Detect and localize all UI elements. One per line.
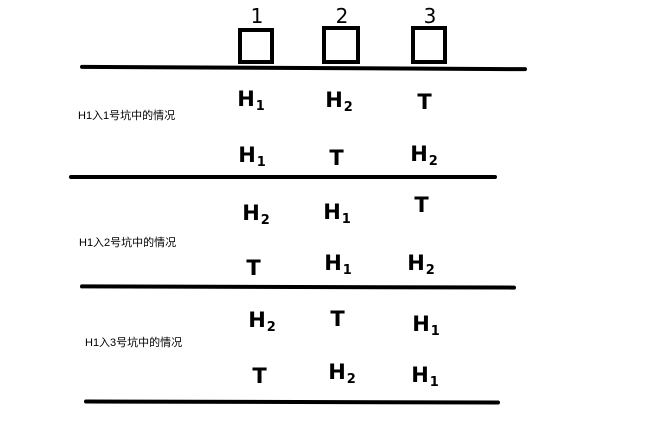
divider-line-2 [79, 284, 517, 290]
top-line [79, 64, 528, 72]
case-3-row-2-pit-3: H1 [411, 363, 439, 390]
pit-box-2 [322, 26, 360, 64]
divider-line-3 [83, 399, 501, 405]
case-label-1: H1入1号坑中的情况 [78, 110, 176, 122]
case-3-row-2-pit-2: H2 [328, 360, 356, 387]
case-label-2: H1入2号坑中的情况 [79, 237, 177, 249]
case-label-3: H1入3号坑中的情况 [85, 337, 183, 349]
case-3-row-2-pit-1: T [252, 364, 267, 388]
position-number-3: 3 [423, 4, 437, 28]
case-2-row-1-pit-3: T [414, 193, 429, 217]
divider-line-1 [69, 175, 497, 179]
case-2-row-2-pit-2: H1 [324, 251, 352, 278]
case-1-row-1-pit-3: T [417, 90, 432, 114]
pit-box-1 [238, 28, 274, 64]
case-2-row-1-pit-2: H1 [323, 200, 351, 227]
case-3-row-1-pit-1: H2 [248, 308, 276, 335]
case-1-row-2-pit-3: H2 [410, 142, 438, 169]
case-3-row-1-pit-3: H1 [412, 312, 440, 339]
case-1-row-1-pit-2: H2 [325, 88, 353, 115]
case-3-row-1-pit-2: T [330, 307, 345, 331]
position-number-1: 1 [250, 4, 264, 28]
case-2-row-2-pit-3: H2 [407, 251, 435, 278]
case-1-row-2-pit-2: T [329, 146, 344, 170]
pit-box-3 [411, 26, 447, 64]
case-1-row-1-pit-1: H1 [237, 87, 265, 114]
case-2-row-1-pit-1: H2 [242, 201, 270, 228]
case-1-row-2-pit-1: H1 [238, 143, 266, 170]
position-number-2: 2 [335, 4, 349, 28]
case-2-row-2-pit-1: T [246, 256, 261, 280]
